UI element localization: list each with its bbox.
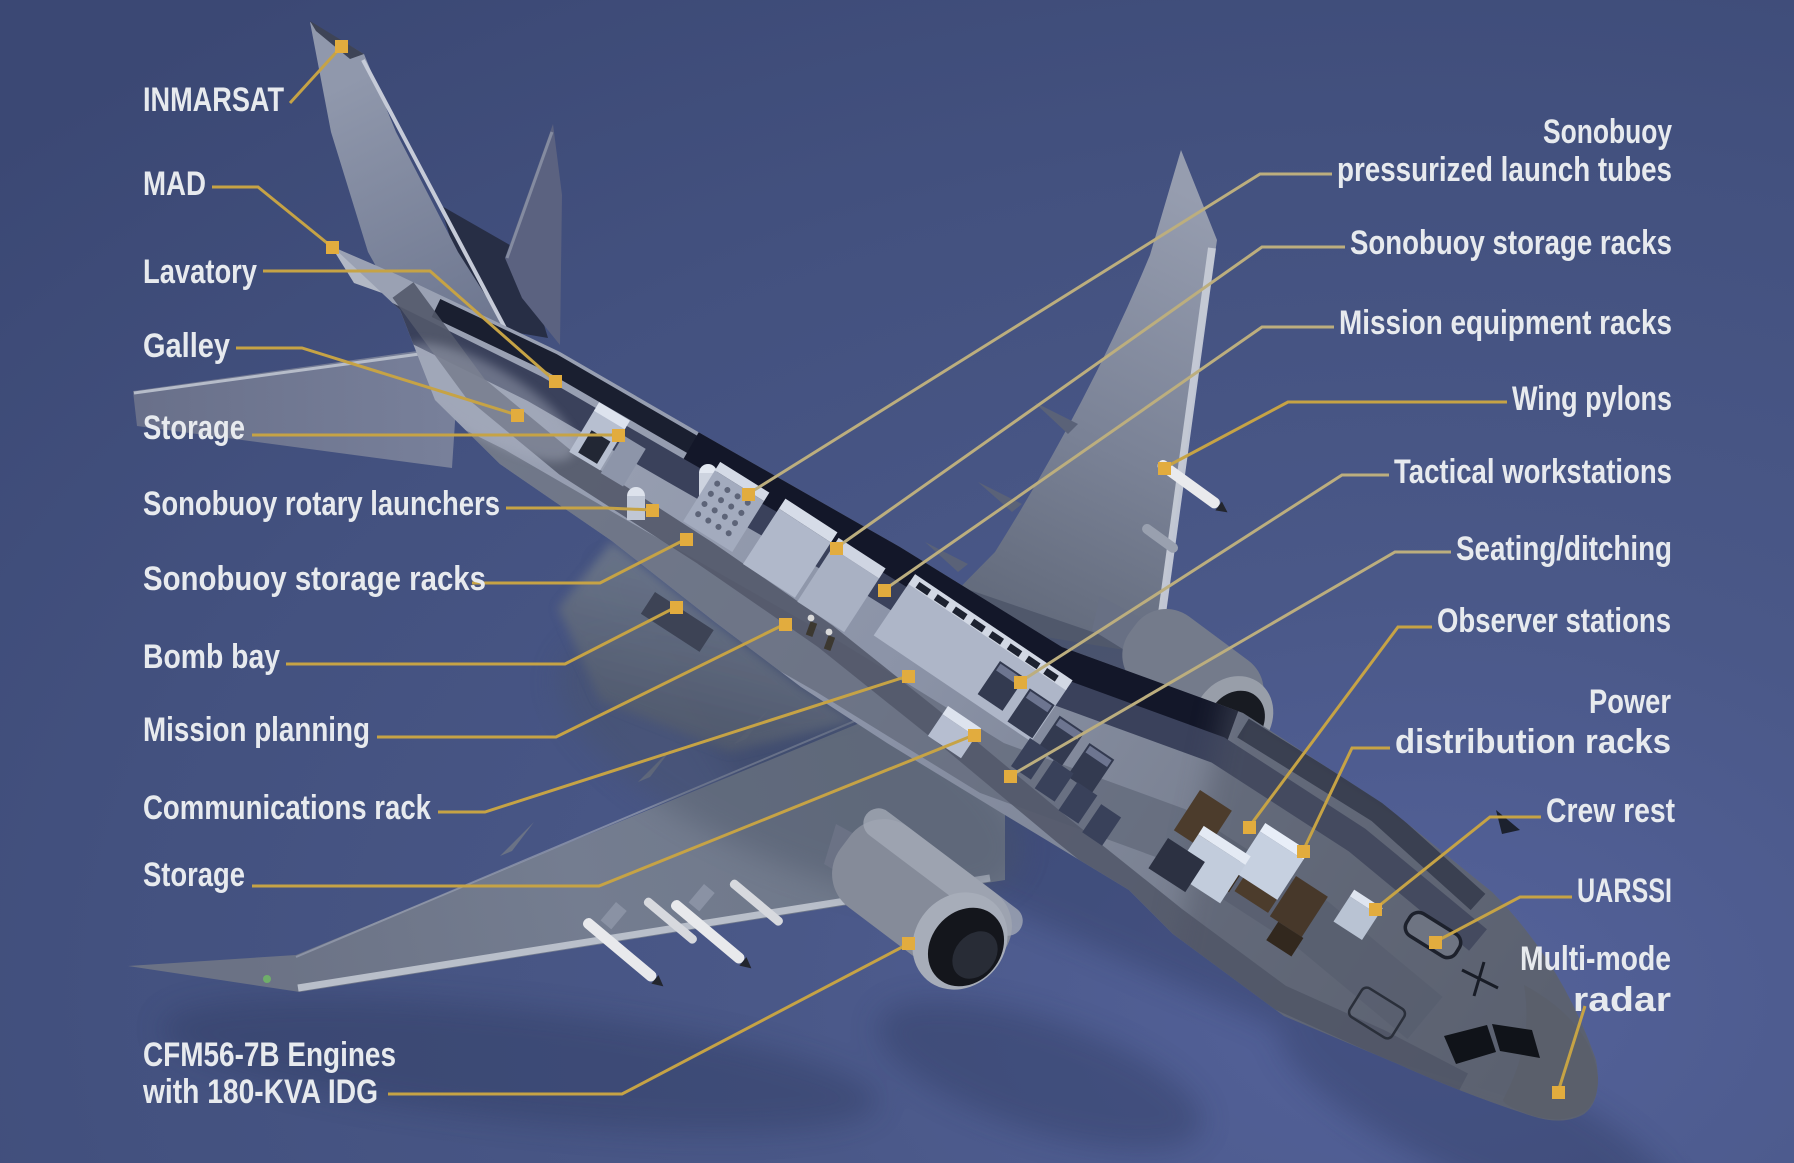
svg-text:Observer stations: Observer stations — [1437, 602, 1671, 640]
svg-text:Tactical workstations: Tactical workstations — [1394, 453, 1672, 491]
svg-text:Sonobuoy storage racks: Sonobuoy storage racks — [143, 560, 486, 598]
svg-text:Sonobuoy rotary launchers: Sonobuoy rotary launchers — [143, 485, 500, 523]
svg-text:Seating/ditching: Seating/ditching — [1456, 530, 1672, 568]
svg-text:Lavatory: Lavatory — [143, 253, 257, 291]
svg-text:distribution racks: distribution racks — [1395, 723, 1671, 761]
svg-text:Power: Power — [1589, 683, 1671, 721]
svg-text:MAD: MAD — [143, 165, 206, 203]
svg-text:Bomb bay: Bomb bay — [143, 638, 280, 676]
svg-text:Galley: Galley — [143, 327, 230, 365]
svg-text:Mission planning: Mission planning — [143, 711, 370, 749]
svg-text:Mission equipment racks: Mission equipment racks — [1339, 304, 1672, 342]
svg-text:Wing pylons: Wing pylons — [1512, 380, 1672, 418]
svg-text:Communications rack: Communications rack — [143, 789, 431, 827]
svg-text:Crew rest: Crew rest — [1546, 792, 1675, 830]
svg-text:CFM56-7B Engines: CFM56-7B Engines — [143, 1036, 396, 1074]
svg-text:Storage: Storage — [143, 409, 245, 447]
svg-text:UARSSI: UARSSI — [1577, 872, 1672, 910]
svg-text:with 180-KVA IDG: with 180-KVA IDG — [142, 1073, 378, 1111]
svg-text:INMARSAT: INMARSAT — [143, 81, 284, 119]
svg-text:Multi-mode: Multi-mode — [1520, 940, 1671, 978]
svg-text:Storage: Storage — [143, 856, 245, 894]
svg-text:radar: radar — [1573, 981, 1671, 1019]
svg-text:Sonobuoy: Sonobuoy — [1543, 113, 1672, 151]
svg-text:pressurized launch tubes: pressurized launch tubes — [1337, 151, 1672, 189]
svg-text:Sonobuoy storage racks: Sonobuoy storage racks — [1350, 224, 1672, 262]
